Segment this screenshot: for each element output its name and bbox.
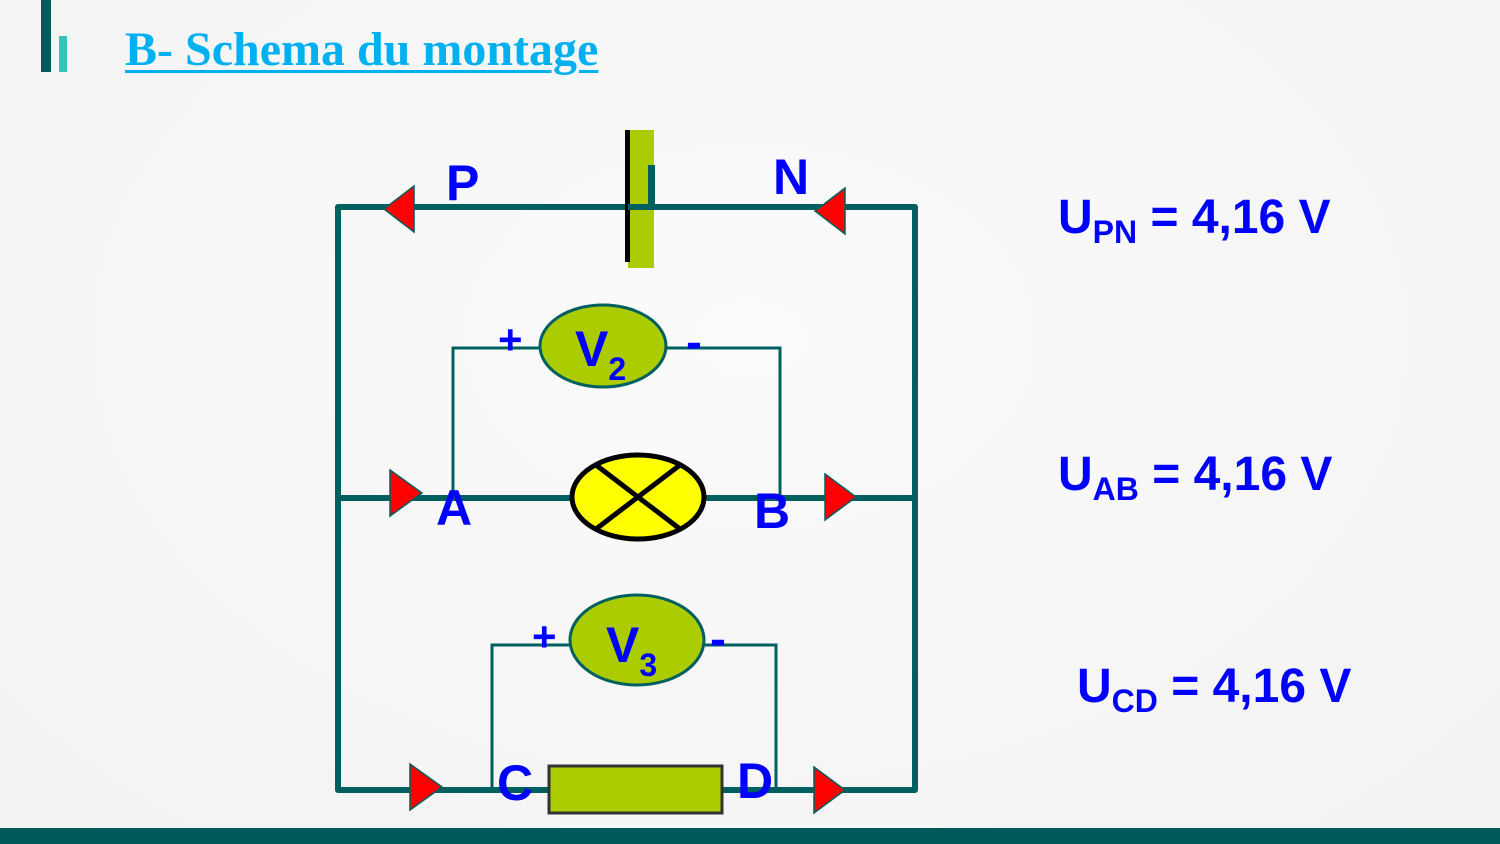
footer-bar	[0, 828, 1500, 844]
arrow-right-icon	[813, 765, 847, 815]
arrow-right-icon	[389, 468, 424, 518]
measurement-upn: UPN = 4,16 V	[1058, 191, 1331, 250]
node-a: A	[436, 480, 472, 536]
battery	[625, 130, 655, 268]
measurement-uab: UAB = 4,16 V	[1058, 448, 1332, 507]
arrow-right-icon	[824, 472, 858, 522]
svg-text:-: -	[686, 316, 702, 369]
slide-title: B- Schema du montage	[125, 23, 599, 76]
current-arrows	[382, 184, 858, 815]
node-c: C	[497, 755, 533, 811]
arrow-left-icon	[382, 184, 415, 234]
node-d: D	[737, 753, 773, 809]
node-p: P	[446, 155, 479, 211]
node-b: B	[754, 483, 790, 539]
svg-text:+: +	[498, 316, 523, 363]
accent-bar-dark	[41, 0, 51, 72]
voltmeter-v3: V3 + -	[532, 593, 726, 687]
svg-text:+: +	[532, 613, 557, 660]
arrow-right-icon	[409, 762, 444, 812]
accent-bar-light	[59, 36, 67, 72]
node-n: N	[773, 149, 809, 205]
measurement-ucd: UCD = 4,16 V	[1077, 660, 1351, 719]
svg-text:V2: V2	[575, 321, 626, 387]
voltmeter-v2: V2 + -	[498, 303, 702, 389]
lamp	[569, 452, 707, 542]
arrow-left-icon	[813, 186, 846, 236]
resistor	[547, 764, 724, 815]
svg-text:V3: V3	[606, 617, 657, 683]
svg-text:-: -	[710, 613, 726, 666]
